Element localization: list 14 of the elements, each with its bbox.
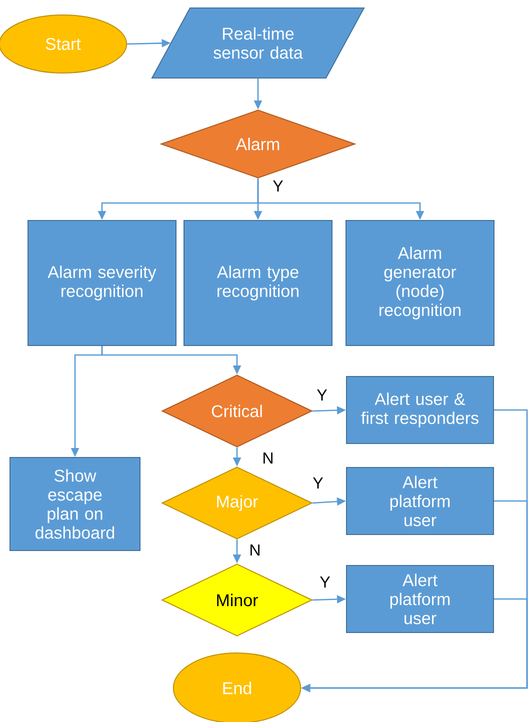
edge-label: N <box>264 452 272 464</box>
edge-label: Y <box>320 576 330 588</box>
process-box: Alert platform user <box>346 467 494 535</box>
process-box: Alarm severity recognition <box>28 220 176 346</box>
end-oval: End <box>172 652 302 722</box>
process-box: Alarm generator (node) recognition <box>346 220 494 346</box>
edge-label: Y <box>313 478 323 488</box>
edge-label: N <box>250 544 260 556</box>
process-box: Show escape plan on dashboard <box>10 457 140 551</box>
process-box: Alert user & first responders <box>346 376 494 444</box>
edge-label: Y <box>273 180 283 192</box>
edge-label: Y <box>317 390 327 400</box>
process-box: Alert platform user <box>346 565 494 633</box>
process-box: Alarm type recognition <box>184 220 332 346</box>
